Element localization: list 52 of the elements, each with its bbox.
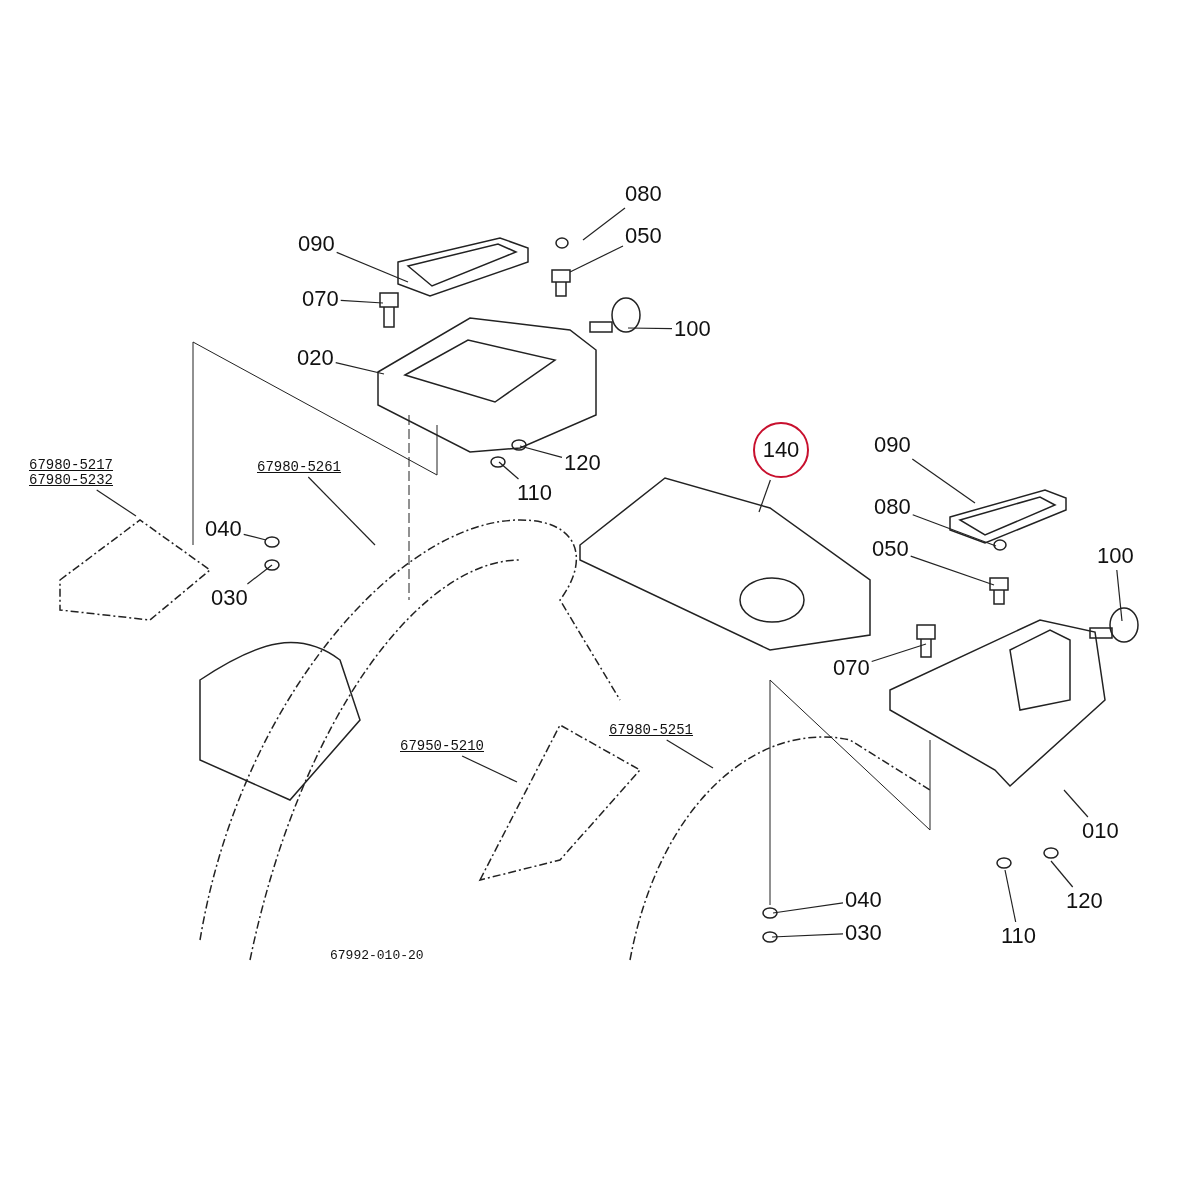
leader-line	[246, 564, 273, 585]
callout-number: 100	[674, 317, 711, 341]
leader-line	[910, 555, 995, 586]
leader-line	[1004, 869, 1017, 923]
callout-number: 070	[302, 287, 339, 311]
callout-number: 040	[205, 517, 242, 541]
leader-line	[336, 251, 409, 283]
callout-number: 030	[211, 586, 248, 610]
leader-line	[582, 207, 626, 241]
part-number: 67980-5251	[609, 723, 693, 738]
callout-number: 050	[872, 537, 909, 561]
callout-number: 090	[874, 433, 911, 457]
part-number: 67980-5232	[29, 473, 113, 488]
leader-line	[1063, 789, 1089, 818]
callout-number: 110	[1001, 924, 1037, 948]
part-number: 67950-5210	[400, 739, 484, 754]
leader-line	[772, 902, 844, 914]
drawing-number: 67992-010-20	[330, 948, 424, 963]
leader-line	[340, 299, 384, 304]
callout-number: 120	[1066, 889, 1103, 913]
callout-number: 080	[874, 495, 911, 519]
callout-number: 090	[298, 232, 335, 256]
callout-number: 030	[845, 921, 882, 945]
callout-number: 100	[1097, 544, 1134, 568]
circled-callout-number: 140	[753, 422, 809, 478]
leader-line	[1050, 860, 1074, 888]
callout-number: 050	[625, 224, 662, 248]
callout-number: 040	[845, 888, 882, 912]
part-number: 67980-5217	[29, 458, 113, 473]
callout-number: 120	[564, 451, 601, 475]
leader-line	[335, 362, 385, 375]
leader-line	[461, 755, 518, 783]
callout-number: 110	[517, 481, 553, 505]
leader-line	[1116, 569, 1123, 622]
callout-number: 080	[625, 182, 662, 206]
leader-line	[498, 461, 520, 480]
leader-line	[666, 739, 714, 769]
leader-line	[911, 458, 976, 504]
leader-line	[771, 933, 844, 938]
callout-number: 020	[297, 346, 334, 370]
leader-line	[569, 245, 624, 273]
leader-line	[912, 514, 997, 547]
leader-line	[307, 476, 376, 546]
leader-line	[96, 489, 137, 517]
callout-number: 070	[833, 656, 870, 680]
leader-line	[627, 327, 673, 330]
leader-line	[871, 643, 927, 663]
callout-number: 010	[1082, 819, 1119, 843]
leader-line	[519, 445, 563, 458]
leader-line	[243, 533, 267, 541]
part-number: 67980-5261	[257, 460, 341, 475]
leader-line	[758, 479, 771, 513]
